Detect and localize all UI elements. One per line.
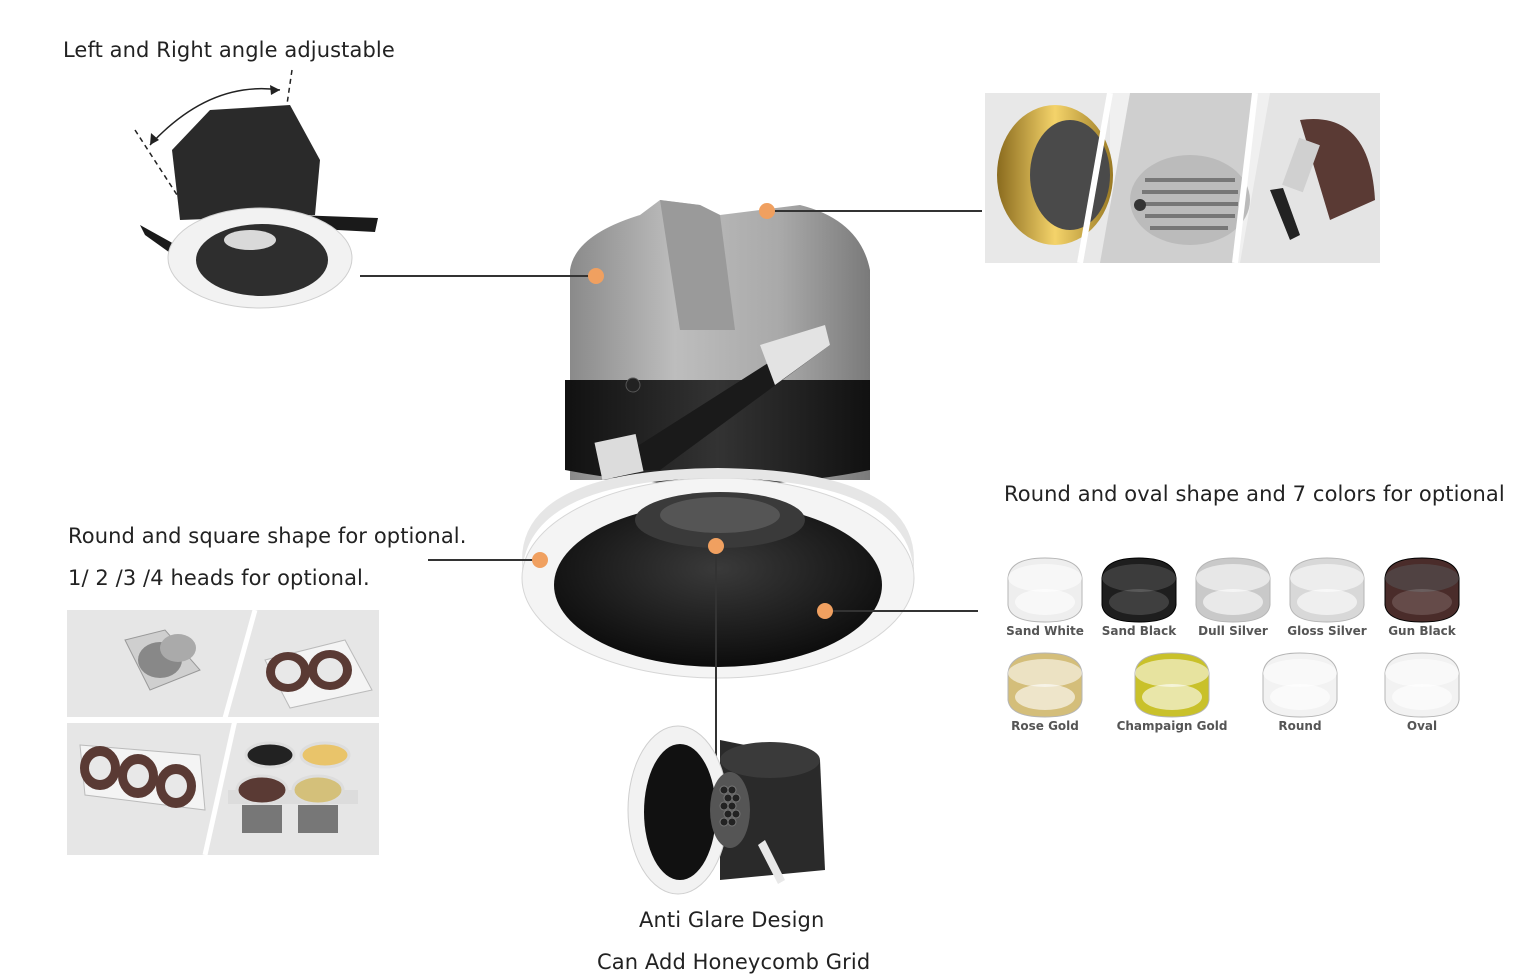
swatch-label: Gun Black — [1388, 624, 1456, 638]
swatch-sand-black-icon — [1101, 557, 1177, 623]
single-head — [124, 629, 201, 691]
callout-dots — [532, 203, 833, 619]
caption-anti-glare: Anti Glare Design — [639, 908, 825, 932]
swatch-rose-gold-icon — [1007, 652, 1083, 718]
angle-adjustable-light — [134, 69, 378, 309]
swatch-label: Sand White — [1006, 624, 1084, 638]
quad-head — [228, 741, 358, 833]
swatch-label: Round — [1278, 719, 1322, 733]
swatch-label: Oval — [1406, 719, 1438, 733]
swatch-label: Dull Silver — [1198, 624, 1268, 638]
swatch-gloss-silver-icon — [1289, 557, 1365, 623]
callout-lines — [360, 210, 982, 790]
swatch-champaign-gold-icon — [1134, 652, 1210, 718]
swatch-label: Sand Black — [1101, 624, 1177, 638]
caption-honeycomb: Can Add Honeycomb Grid — [597, 950, 871, 974]
swatch-sand-white-icon — [1007, 557, 1083, 623]
swatch-dull-silver-icon — [1195, 557, 1271, 623]
main-downlight — [521, 200, 915, 679]
gold-reflector-detail — [985, 93, 1113, 263]
caption-round-square: Round and square shape for optional. — [68, 524, 467, 548]
swatch-label: Gloss Silver — [1287, 624, 1367, 638]
swatch-round-icon — [1262, 652, 1338, 718]
anti-glare-light — [627, 725, 825, 895]
double-head — [264, 639, 373, 709]
multi-head-panels — [67, 609, 379, 856]
caption-shape-colors: Round and oval shape and 7 colors for op… — [1004, 482, 1505, 506]
caption-angle-adjustable: Left and Right angle adjustable — [63, 38, 395, 62]
swatch-oval-icon — [1384, 652, 1460, 718]
detail-panel — [985, 92, 1380, 264]
caption-heads-optional: 1/ 2 /3 /4 heads for optional. — [68, 566, 370, 590]
gun-black-detail — [1240, 93, 1380, 263]
swatch-label: Champaign Gold — [1116, 719, 1228, 733]
triple-head — [79, 744, 206, 811]
heatsink-detail — [1100, 93, 1255, 263]
swatch-gun-black-icon — [1384, 557, 1460, 623]
swatch-label: Rose Gold — [1011, 719, 1079, 733]
